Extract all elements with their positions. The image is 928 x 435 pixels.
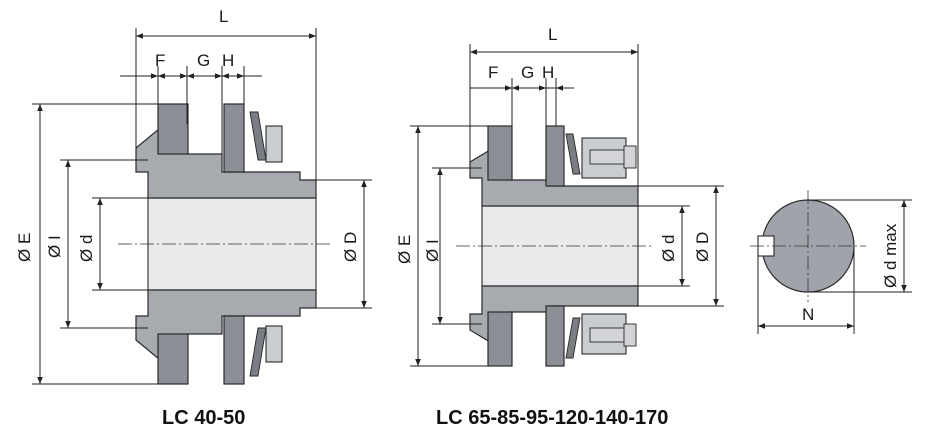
right-view: L F G H Ø E Ø I Ø d Ø D LC 65-85-95-120-… [395, 25, 724, 429]
shaft-dim-N: N [802, 305, 814, 324]
right-flange-lower [487, 311, 513, 367]
left-disc-lower [223, 315, 245, 385]
left-disc-upper [223, 103, 245, 173]
right-dim-L: L [548, 25, 557, 44]
right-caption: LC 65-85-95-120-140-170 [436, 407, 668, 429]
left-dim-E: Ø E [15, 233, 34, 262]
right-screw-head-lower [623, 323, 637, 347]
shaft-view: Ø d max N [750, 190, 912, 334]
left-dim-G: G [197, 51, 210, 70]
right-dim-D: Ø D [693, 232, 712, 262]
right-spring-lower [565, 317, 581, 359]
right-dim-I: Ø I [423, 239, 442, 262]
right-dim-E: Ø E [395, 235, 414, 264]
left-dim-L: L [219, 7, 228, 26]
left-spring-lower [249, 327, 267, 377]
left-nut-upper [265, 125, 283, 163]
right-dim-G: G [521, 63, 534, 82]
right-dim-F: F [488, 63, 498, 82]
left-spring-upper [249, 111, 267, 161]
right-disc-lower [545, 305, 565, 367]
left-flange-lower [157, 333, 189, 385]
left-dim-d: Ø d [77, 235, 96, 262]
left-flange-upper [157, 103, 189, 155]
right-screw-head-upper [623, 145, 637, 169]
left-nut-lower [265, 325, 283, 363]
left-dim-I: Ø I [45, 235, 64, 258]
right-dim-d: Ø d [659, 235, 678, 262]
left-caption: LC 40-50 [162, 407, 245, 429]
right-flange-upper [487, 125, 513, 181]
left-view: L F G H Ø E Ø I Ø d Ø D LC 40-50 [15, 7, 372, 429]
shaft-dim-dmax: Ø d max [881, 223, 900, 288]
right-disc-upper [545, 125, 565, 187]
left-dim-F: F [155, 51, 165, 70]
right-dim-H: H [542, 63, 554, 82]
left-dim-D: Ø D [341, 232, 360, 262]
right-spring-upper [565, 133, 581, 175]
left-dim-H: H [222, 51, 234, 70]
